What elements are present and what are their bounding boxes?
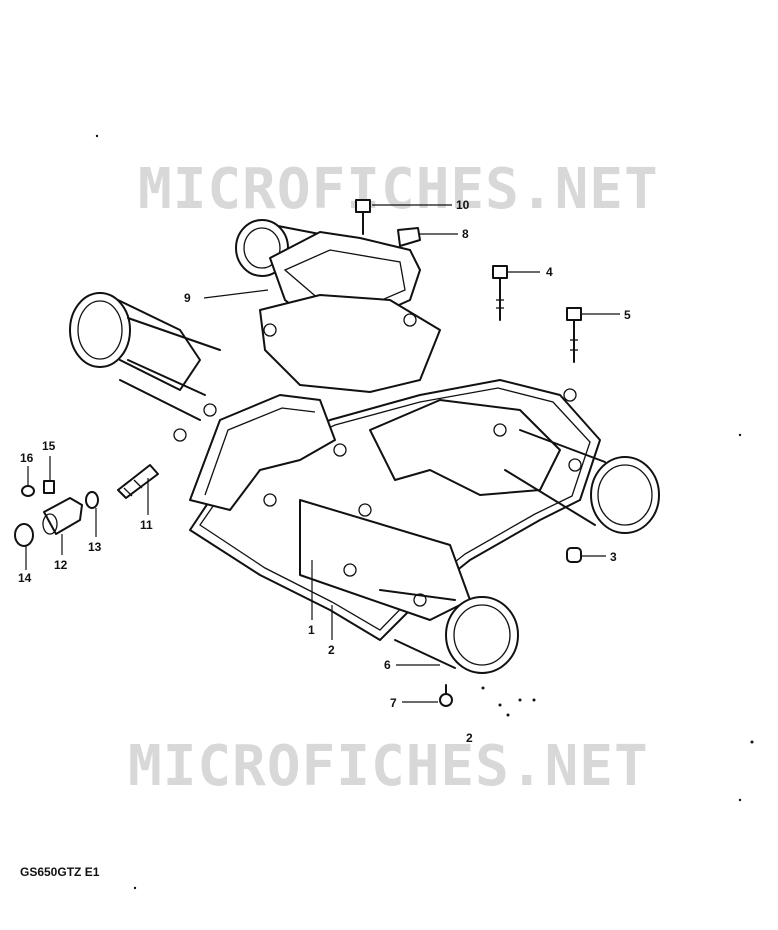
callout-16: 16: [20, 451, 34, 465]
part-11-sensor: [117, 464, 159, 499]
callout-15: 15: [42, 439, 56, 453]
part-15-screw: [43, 480, 55, 494]
callout-2: 2: [328, 643, 335, 657]
callout-6: 6: [384, 658, 391, 672]
callout-11: 11: [140, 518, 153, 532]
callout-14: 14: [18, 571, 32, 585]
part-13-oring: [85, 491, 99, 509]
part-3-dowel: [566, 547, 582, 563]
watermark-top-text: MICROFICHES.NET: [138, 157, 659, 222]
stray-mark: 2: [466, 731, 473, 745]
part-16-washer: [21, 485, 35, 497]
part-14-plug: [14, 523, 34, 547]
scan-speckle: [95, 134, 754, 890]
callout-5: 5: [624, 308, 631, 322]
callout-4: 4: [546, 265, 553, 279]
watermark-top: MICROFICHES.NET: [138, 157, 659, 222]
callout-labels: 1 2 3 4 5 6 7 8 9 10 11 12 13 14 15 16 2: [18, 198, 631, 745]
callout-10: 10: [456, 198, 470, 212]
watermark-bottom: MICROFICHES.NET: [128, 734, 649, 799]
part-5-bolt: [566, 307, 582, 363]
callout-3: 3: [610, 550, 617, 564]
callout-13: 13: [88, 540, 102, 554]
part-4-bolt: [492, 265, 508, 321]
part-7-screw: [439, 684, 453, 707]
model-code-label: GS650GTZ E1: [20, 865, 100, 879]
callout-8: 8: [462, 227, 469, 241]
part-10-bolt: [355, 199, 371, 235]
watermark-bottom-text: MICROFICHES.NET: [128, 734, 649, 799]
leader-lines: [25, 204, 620, 703]
callout-7: 7: [390, 696, 397, 710]
callout-12: 12: [54, 558, 68, 572]
part-12-housing: [42, 497, 83, 535]
cylinder-head-cover-assembly: [69, 219, 660, 674]
part-8-nipple: [397, 227, 421, 247]
callout-9: 9: [184, 291, 191, 305]
callout-1: 1: [308, 623, 315, 637]
